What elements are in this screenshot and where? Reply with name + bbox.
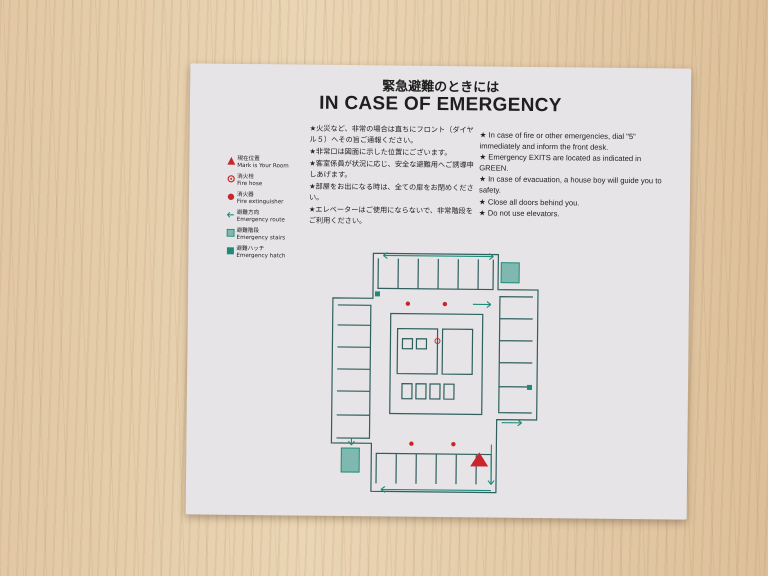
legend-label-en: Emergency stairs (236, 234, 286, 242)
legend-stairs: 避難階段 Emergency stairs (226, 228, 317, 243)
arrow-icon (383, 254, 494, 258)
stairs-icon (340, 447, 360, 473)
arrow-icon (380, 486, 491, 493)
instruction-en-3: ★ In case of evacuation, a house boy wil… (479, 174, 662, 195)
extinguisher-icon (451, 441, 456, 447)
instruction-jp-4: ★部屋をお出になる時は、全ての扉をお閉めください。 (308, 181, 474, 202)
legend-label-en: Emergency route (236, 216, 285, 224)
instruction-en-2: ★ Emergency EXITS are located as indicat… (479, 152, 642, 173)
rooms-bottom (375, 452, 492, 485)
your-room-triangle-icon (470, 452, 489, 467)
instruction-jp-2: ★非常口は図面に示した位置にございます。 (309, 146, 452, 158)
instruction-jp-3: ★客室係員が状況に応じ、安全な避難用へご誘導申しあげます。 (309, 158, 474, 180)
instructions-japanese: ★火災など、非常の場合は直ちにフロント（ダイヤル５）へその旨ご通報ください。 ★… (309, 123, 480, 229)
extinguisher-icon (227, 193, 235, 201)
legend-extinguisher: 消火器 Fire extinguisher (227, 192, 317, 207)
rooms-top (377, 258, 494, 291)
building-outline (330, 252, 539, 494)
arrow-icon (489, 253, 494, 260)
rooms-right (498, 296, 533, 414)
core (389, 312, 484, 416)
legend-your-room: 現在位置 Mark is Your Room (227, 156, 317, 171)
hatch-icon (526, 384, 533, 390)
instruction-en-4: ★ Close all doors behind you. (478, 196, 580, 208)
arrow-icon (226, 211, 234, 218)
hatch-icon (374, 291, 380, 297)
extinguisher-icon (409, 441, 414, 446)
instructions-english: ★ In case of fire or other emergencies, … (479, 130, 670, 222)
floor-plan (330, 252, 539, 494)
legend-label-en: Emergency hatch (236, 252, 286, 260)
arrow-icon (487, 444, 495, 485)
instruction-en-5: ★ Do not use elevators. (478, 208, 560, 219)
triangle-icon (227, 156, 236, 165)
legend-label-en: Fire extinguisher (236, 198, 284, 206)
emergency-sign: 緊急避難のときには IN CASE OF EMERGENCY ★火災など、非常の… (185, 63, 692, 520)
arrow-icon (501, 419, 522, 427)
legend-label-en: Mark is Your Room (237, 162, 289, 170)
legend-fire-hose: 消火栓 Fire hose (227, 174, 317, 189)
legend-route: 避難方向 Emergency route (226, 210, 317, 225)
rooms-left (336, 304, 372, 439)
stairs-icon (226, 228, 235, 237)
fire-hose-icon (227, 175, 235, 183)
hatch-icon (226, 247, 234, 255)
instruction-en-1: ★ In case of fire or other emergencies, … (479, 130, 636, 152)
stairs-icon (500, 262, 520, 284)
legend-hatch: 避難ハッチ Emergency hatch (226, 246, 316, 261)
elevator-core (396, 327, 474, 375)
arrow-icon (347, 438, 355, 446)
map-legend: 現在位置 Mark is Your Room 消火栓 Fire hose 消火器… (226, 156, 317, 265)
arrow-icon (472, 301, 492, 308)
core-details (401, 338, 455, 400)
fire-hose-icon (434, 337, 441, 344)
instruction-jp-5: ★エレベーターはご使用にならないで、非常階段をご利用ください。 (308, 204, 473, 226)
sign-title-english: IN CASE OF EMERGENCY (319, 92, 562, 117)
instruction-jp-1: ★火災など、非常の場合は直ちにフロント（ダイヤル５）へその旨ご通報ください。 (309, 123, 474, 145)
extinguisher-icon (405, 301, 411, 306)
arrow-icon (383, 252, 388, 259)
extinguisher-icon (442, 301, 448, 307)
legend-label-en: Fire hose (237, 180, 263, 188)
